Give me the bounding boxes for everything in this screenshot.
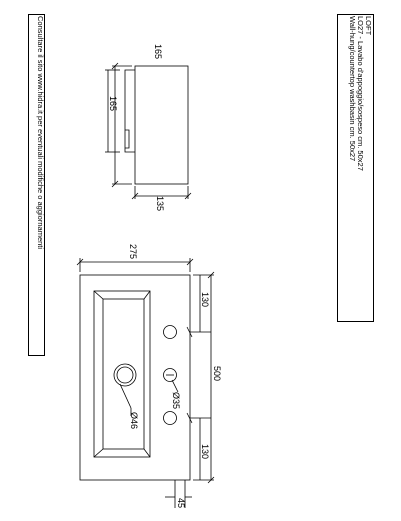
tap-hole-leader xyxy=(171,379,179,393)
side-dim-left-label: 165 xyxy=(108,96,118,112)
basin-outline xyxy=(79,274,191,481)
tap-holes xyxy=(163,325,177,425)
plan-dim-width-line xyxy=(76,258,194,272)
side-view-outline xyxy=(124,65,189,185)
plan-dim-rim-line xyxy=(165,480,192,508)
plan-dim-drain-label: Ø46 xyxy=(129,412,139,430)
plan-dim-tap-lines xyxy=(186,275,211,480)
drain-leader xyxy=(119,383,132,416)
note-box xyxy=(28,14,45,356)
side-dim-top-line xyxy=(111,62,132,188)
plan-dim-tap-hole-label: Ø35 xyxy=(171,392,181,410)
side-dim-bottom-line xyxy=(131,186,192,200)
side-dim-bottom-label: 135 xyxy=(155,196,165,212)
plan-dim-length-line xyxy=(193,271,215,484)
side-dim-left-line xyxy=(105,69,120,153)
plan-dim-tap-top-label: 130 xyxy=(200,292,210,308)
plan-dim-width-label: 275 xyxy=(128,244,138,260)
plan-dim-tap-bottom-label: 130 xyxy=(200,444,210,460)
plan-dim-rim-label: 45 xyxy=(176,498,186,509)
drain xyxy=(113,363,137,387)
plan-dim-length-label: 500 xyxy=(212,366,222,382)
product-box xyxy=(337,14,374,322)
side-dim-top-label: 165 xyxy=(153,44,163,60)
